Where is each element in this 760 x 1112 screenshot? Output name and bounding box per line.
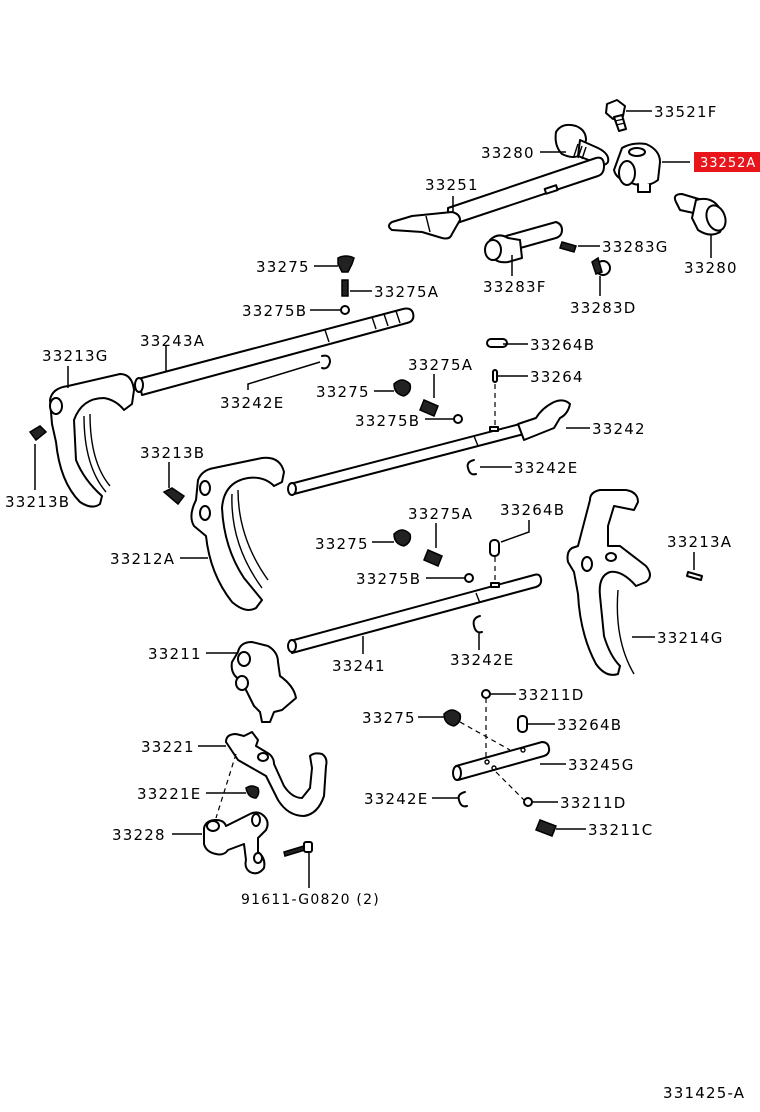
label-33213A[interactable]: 33213A bbox=[667, 533, 732, 551]
bolt-33521F[interactable] bbox=[605, 99, 627, 132]
label-33211[interactable]: 33211 bbox=[148, 645, 202, 663]
label-33213B-mid[interactable]: 33213B bbox=[140, 444, 205, 462]
label-91611-G0820[interactable]: 91611-G0820 (2) bbox=[241, 892, 380, 908]
label-33211C[interactable]: 33211C bbox=[588, 821, 653, 839]
label-33245G[interactable]: 33245G bbox=[568, 756, 635, 774]
label-33211D-a[interactable]: 33211D bbox=[518, 686, 584, 704]
label-33264B-c[interactable]: 33264B bbox=[557, 716, 622, 734]
label-33275-b[interactable]: 33275 bbox=[316, 383, 370, 401]
ball-33275B-b[interactable] bbox=[453, 414, 463, 424]
label-33213G[interactable]: 33213G bbox=[42, 347, 109, 365]
guide-line bbox=[495, 771, 525, 801]
label-33275-a[interactable]: 33275 bbox=[256, 258, 310, 276]
plug-33275-c[interactable] bbox=[393, 529, 412, 547]
label-33275-c[interactable]: 33275 bbox=[315, 535, 369, 553]
bolt-33213B-mid[interactable] bbox=[162, 487, 186, 506]
interlock-pin-33264B-c[interactable] bbox=[517, 715, 528, 733]
guide-line bbox=[215, 753, 237, 819]
e-ring-33221E[interactable] bbox=[245, 785, 260, 799]
e-ring-33242E-a[interactable] bbox=[321, 354, 331, 370]
shaft-33245G[interactable] bbox=[452, 741, 551, 781]
label-33283F[interactable]: 33283F bbox=[483, 278, 547, 296]
e-ring-33242E-d[interactable] bbox=[457, 791, 468, 808]
spring-33275A-b[interactable] bbox=[419, 399, 439, 417]
label-33242E-b[interactable]: 33242E bbox=[514, 459, 578, 477]
label-33275A-a[interactable]: 33275A bbox=[374, 283, 439, 301]
label-33228[interactable]: 33228 bbox=[112, 826, 166, 844]
spring-33275A-c[interactable] bbox=[423, 549, 443, 567]
label-33275B-c[interactable]: 33275B bbox=[356, 570, 421, 588]
shift-lever-33211[interactable] bbox=[230, 641, 297, 723]
label-33275B-b[interactable]: 33275B bbox=[355, 412, 420, 430]
shift-rail-33242[interactable] bbox=[287, 399, 571, 496]
select-lever-33221[interactable] bbox=[225, 731, 328, 817]
shift-shaft-33251[interactable] bbox=[388, 156, 605, 240]
ball-33211D-a[interactable] bbox=[481, 689, 491, 699]
plug-33275-d[interactable] bbox=[443, 709, 462, 727]
interlock-pin-33264B-b[interactable] bbox=[489, 539, 500, 557]
label-33243A[interactable]: 33243A bbox=[140, 332, 205, 350]
leader-line bbox=[500, 520, 530, 543]
label-33275A-c[interactable]: 33275A bbox=[408, 505, 473, 523]
shift-fork-33214G[interactable] bbox=[566, 489, 651, 676]
label-33211D-b[interactable]: 33211D bbox=[560, 794, 626, 812]
pin-33213A[interactable] bbox=[686, 571, 703, 581]
label-33242[interactable]: 33242 bbox=[592, 420, 646, 438]
interlock-pin-33264B-a[interactable] bbox=[486, 338, 508, 348]
e-ring-33242E-c[interactable] bbox=[472, 615, 483, 634]
highlight-badge bbox=[694, 152, 760, 172]
shift-rail-33241[interactable] bbox=[287, 573, 543, 654]
shift-fork-33213G[interactable] bbox=[49, 373, 135, 508]
plug-33275-a[interactable] bbox=[337, 255, 355, 273]
label-33283G[interactable]: 33283G bbox=[602, 238, 669, 256]
lever-33228[interactable] bbox=[203, 811, 269, 875]
ball-33275B-a[interactable] bbox=[340, 305, 350, 315]
spring-33275A-a[interactable] bbox=[341, 279, 349, 297]
guide-line bbox=[459, 721, 511, 751]
label-33214G[interactable]: 33214G bbox=[657, 629, 724, 647]
label-33221E[interactable]: 33221E bbox=[137, 785, 201, 803]
label-33275B-a[interactable]: 33275B bbox=[242, 302, 307, 320]
label-33264B-b[interactable]: 33264B bbox=[500, 501, 565, 519]
label-33251[interactable]: 33251 bbox=[425, 176, 479, 194]
spring-33211C[interactable] bbox=[535, 819, 557, 837]
label-33275-d[interactable]: 33275 bbox=[362, 709, 416, 727]
label-33280-right[interactable]: 33280 bbox=[684, 259, 738, 277]
plug-33280-top[interactable] bbox=[554, 123, 610, 166]
label-33213B-left[interactable]: 33213B bbox=[5, 493, 70, 511]
housing-33252A[interactable] bbox=[613, 142, 661, 193]
label-33242E-c[interactable]: 33242E bbox=[450, 651, 514, 669]
label-33212A[interactable]: 33212A bbox=[110, 550, 175, 568]
label-33242E-a[interactable]: 33242E bbox=[220, 394, 284, 412]
label-33283D[interactable]: 33283D bbox=[570, 299, 636, 317]
label-33264[interactable]: 33264 bbox=[530, 368, 584, 386]
ball-33275B-c[interactable] bbox=[464, 573, 474, 583]
bolt-91611-G0820[interactable] bbox=[283, 841, 313, 857]
detent-pin-33283F[interactable] bbox=[484, 221, 563, 264]
shift-rail-33243A[interactable] bbox=[134, 307, 415, 396]
shift-fork-33212A[interactable] bbox=[190, 456, 285, 611]
label-33280-top[interactable]: 33280 bbox=[481, 144, 535, 162]
ball-33211D-b[interactable] bbox=[523, 797, 533, 807]
plug-33283D[interactable] bbox=[591, 256, 611, 276]
label-33221[interactable]: 33221 bbox=[141, 738, 195, 756]
label-33521F[interactable]: 33521F bbox=[654, 103, 718, 121]
label-33264B-a[interactable]: 33264B bbox=[530, 336, 595, 354]
label-33252A[interactable]: 33252A bbox=[700, 156, 756, 171]
plug-33275-b[interactable] bbox=[393, 379, 412, 397]
label-33241[interactable]: 33241 bbox=[332, 657, 386, 675]
leader-line bbox=[247, 361, 321, 390]
interlock-pin-33264[interactable] bbox=[492, 369, 498, 383]
label-33242E-d[interactable]: 33242E bbox=[364, 790, 428, 808]
label-33275A-b[interactable]: 33275A bbox=[408, 356, 473, 374]
plug-33280-right[interactable] bbox=[673, 193, 729, 236]
bolt-33213B-left[interactable] bbox=[28, 425, 48, 442]
e-ring-33242E-b[interactable] bbox=[466, 459, 477, 476]
pin-33283G[interactable] bbox=[559, 241, 577, 253]
diagram-reference-code: 331425-A bbox=[663, 1084, 745, 1102]
